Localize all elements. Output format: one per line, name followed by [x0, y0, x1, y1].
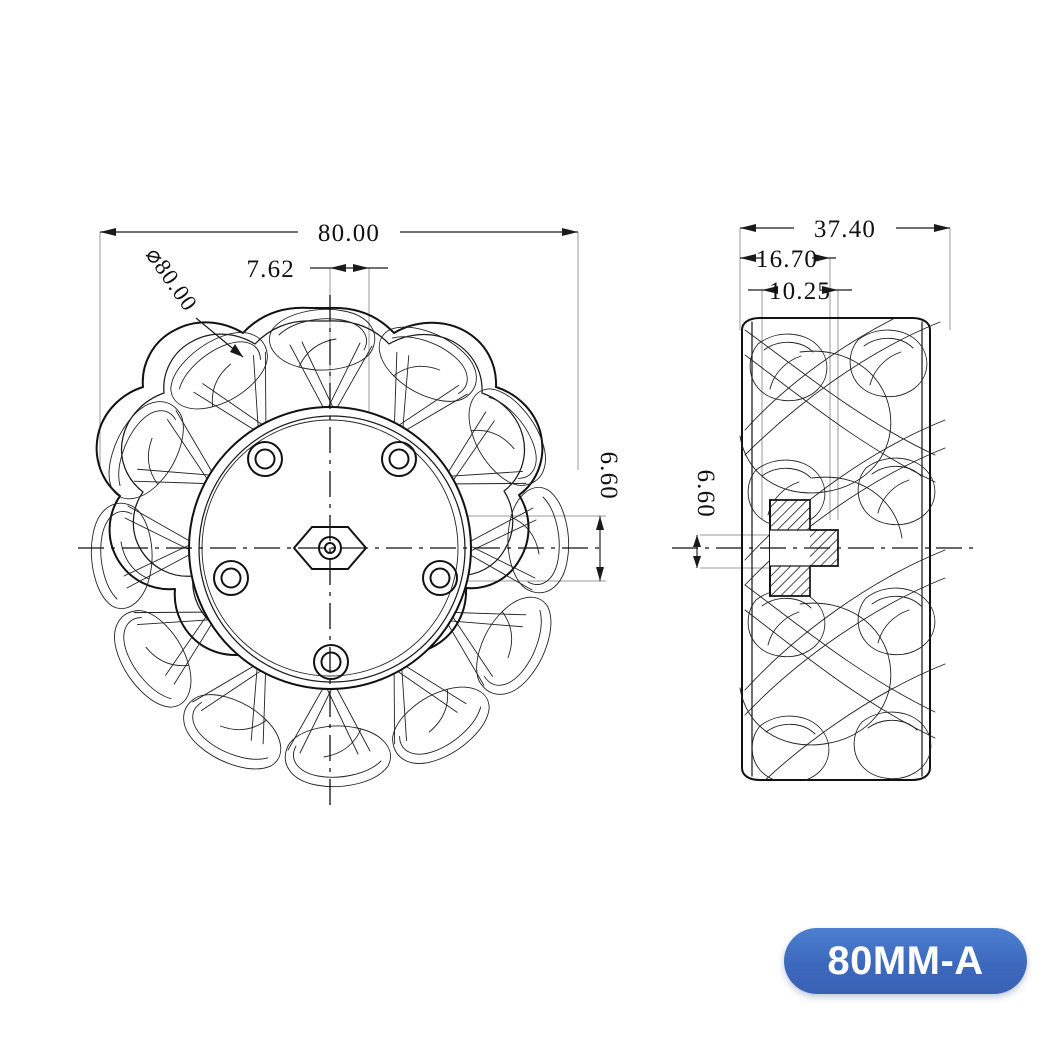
dim-overall-width-80: 80.00 — [100, 220, 578, 247]
front-view-group: 80.00 7.62 ⌀80.00 6.60 — [78, 220, 622, 806]
bolt-hole — [381, 441, 417, 477]
bolt-hole — [213, 560, 249, 596]
dim-bore-660-front: 6.60 — [595, 451, 622, 581]
side-roller-bands — [739, 318, 946, 780]
dim-label-3740: 37.40 — [814, 216, 876, 243]
badge-label: 80MM-A — [827, 939, 984, 983]
dim-label-660-front: 6.60 — [595, 451, 622, 500]
dim-label-1670: 16.70 — [756, 246, 818, 273]
dim-hub-depth-1025: 10.25 — [748, 278, 852, 305]
dim-label-diameter: ⌀80.00 — [141, 243, 203, 316]
bolt-hole-group — [213, 441, 458, 680]
dim-diameter-callout: ⌀80.00 — [141, 243, 244, 358]
bolt-hole — [422, 560, 458, 596]
dim-label-660-side: 6.60 — [692, 469, 719, 518]
dim-overall-depth-3740: 37.40 — [740, 216, 950, 243]
front-centerlines — [78, 295, 600, 806]
bolt-hole — [247, 441, 283, 477]
dim-label-1025: 10.25 — [769, 278, 831, 305]
dim-bore-660-side: 6.60 — [692, 469, 719, 568]
bolt-hole — [313, 644, 349, 680]
dim-inner-depth-1670: 16.70 — [740, 246, 836, 273]
roller-set — [90, 308, 570, 788]
dim-label-80: 80.00 — [318, 220, 380, 247]
dim-label-762: 7.62 — [246, 256, 295, 283]
dim-hub-width-762: 7.62 — [246, 256, 388, 283]
side-outer-body — [741, 317, 931, 781]
side-extension-lines — [700, 228, 951, 569]
side-view-group: 37.40 16.70 10.25 6.60 — [672, 216, 980, 781]
product-variant-badge[interactable]: 80MM-A — [784, 928, 1027, 994]
